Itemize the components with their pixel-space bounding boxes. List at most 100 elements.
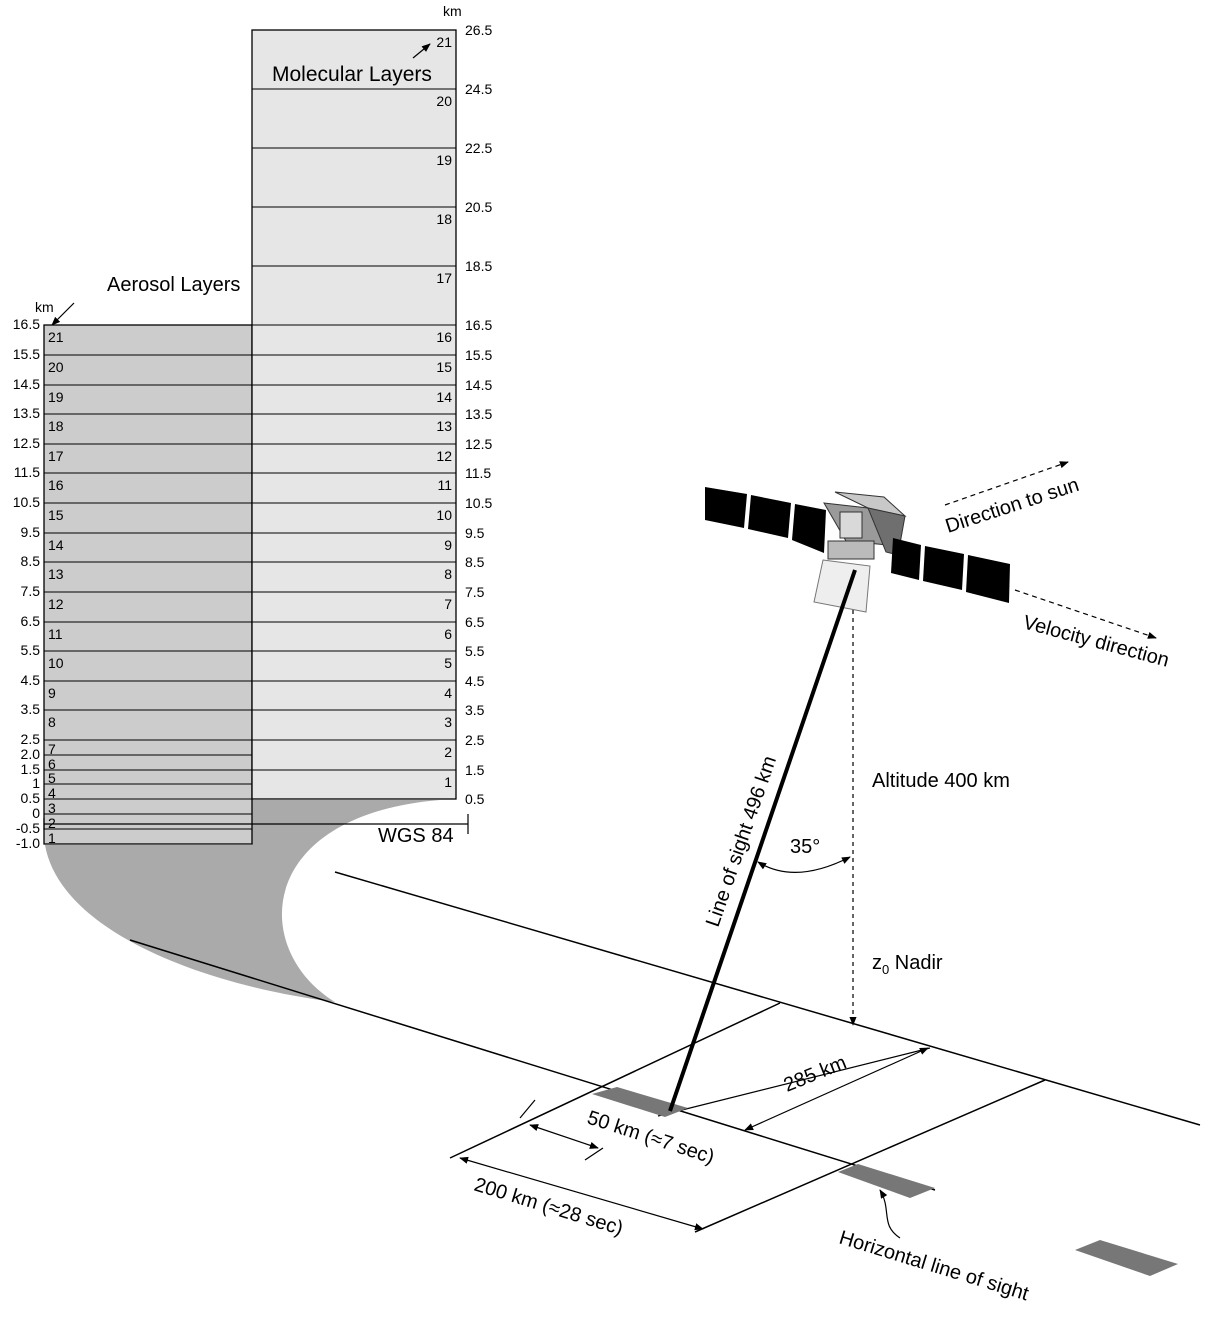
swath-edge-front xyxy=(449,1002,781,1159)
aerosol-tick-label: 7.5 xyxy=(21,583,41,599)
aerosol-tick-label: 15.5 xyxy=(13,346,40,362)
molecular-tick-label: 9.5 xyxy=(465,525,485,541)
ground-line-upper xyxy=(334,871,1201,1126)
aerosol-tick-label: 8.5 xyxy=(21,553,41,569)
molecular-tick-label: 16.5 xyxy=(465,317,492,333)
velocity-direction-label: Velocity direction xyxy=(1021,612,1172,672)
aerosol-layer-number: 5 xyxy=(48,770,56,786)
satellite-instrument-box xyxy=(827,540,875,560)
aerosol-tick-label: 4.5 xyxy=(21,672,41,688)
molecular-layer-number: 20 xyxy=(436,93,452,109)
molecular-layer-number: 5 xyxy=(444,655,452,671)
angle-label: 35° xyxy=(790,836,820,858)
altitude-label: Altitude 400 km xyxy=(872,770,1010,792)
molecular-layer-number: 17 xyxy=(436,270,452,286)
molecular-layer-number: 6 xyxy=(444,626,452,642)
aerosol-tick-label: -1.0 xyxy=(16,835,40,851)
aerosol-layer-number: 18 xyxy=(48,418,64,434)
molecular-tick-label: 6.5 xyxy=(465,614,485,630)
molecular-layer-number: 15 xyxy=(436,359,452,375)
ground-patch-1 xyxy=(592,1087,688,1117)
aerosol-tick-label: 14.5 xyxy=(13,376,40,392)
aerosol-tick-label: 1.5 xyxy=(21,761,41,777)
line-of-sight-beam xyxy=(668,569,857,1112)
molecular-layer-number: 4 xyxy=(444,685,452,701)
molecular-tick-label: 0.5 xyxy=(465,791,485,807)
molecular-layer-number: 10 xyxy=(436,507,452,523)
nadir-label: z0 Nadir xyxy=(872,952,943,977)
swath-cross-tick xyxy=(584,1147,604,1161)
swath-edge-back xyxy=(694,1079,1046,1233)
molecular-tick-label: 22.5 xyxy=(465,140,492,156)
aerosol-tick-label: 0 xyxy=(32,805,40,821)
molecular-title-arrow xyxy=(412,43,431,59)
molecular-layer-number: 16 xyxy=(436,329,452,345)
aerosol-layer-number: 1 xyxy=(48,830,56,846)
molecular-layer-number: 19 xyxy=(436,152,452,168)
swath-cross-short xyxy=(519,1099,536,1119)
aerosol-tick-label: 16.5 xyxy=(13,316,40,332)
direction-to-sun-label: Direction to sun xyxy=(943,474,1082,538)
aerosol-tick-label: -0.5 xyxy=(16,820,40,836)
molecular-layer-number: 11 xyxy=(437,477,452,493)
aerosol-layer-number: 20 xyxy=(48,359,64,375)
wgs84-label: WGS 84 xyxy=(378,825,454,847)
swath-285-arrow xyxy=(744,1047,929,1131)
molecular-layer-number: 3 xyxy=(444,714,452,730)
swath-285-label: 285 km xyxy=(781,1052,850,1097)
aerosol-tick-label: 6.5 xyxy=(21,613,41,629)
aerosol-layer-number: 21 xyxy=(48,329,64,345)
aerosol-tick-label: 5.5 xyxy=(21,642,41,658)
nadir-subscript: 0 xyxy=(882,962,889,977)
molecular-layer-number: 12 xyxy=(436,448,452,464)
molecular-tick-label: 14.5 xyxy=(465,377,492,393)
aerosol-layer-number: 7 xyxy=(48,741,56,757)
aerosol-layer-number: 16 xyxy=(48,477,64,493)
molecular-km-unit: km xyxy=(443,3,462,19)
molecular-layer-number: 9 xyxy=(444,537,452,553)
swath-50-arrow xyxy=(529,1124,599,1149)
aerosol-tick-label: 10.5 xyxy=(13,494,40,510)
molecular-tick-label: 10.5 xyxy=(465,495,492,511)
aerosol-layer-number: 11 xyxy=(48,626,63,642)
molecular-tick-label: 20.5 xyxy=(465,199,492,215)
aerosol-title-arrow xyxy=(51,302,75,326)
aerosol-tick-label: 2.5 xyxy=(21,731,41,747)
direction-to-sun-arrow xyxy=(944,461,1069,506)
aerosol-layer-number: 19 xyxy=(48,389,64,405)
aerosol-layer-number: 2 xyxy=(48,815,56,831)
solar-panel-left-2 xyxy=(748,495,791,538)
aerosol-layer-number: 9 xyxy=(48,685,56,701)
molecular-tick-label: 26.5 xyxy=(465,22,492,38)
aerosol-layer-number: 4 xyxy=(48,785,56,801)
solar-panel-right-3 xyxy=(966,555,1010,603)
horizontal-los-label: Horizontal line of sight xyxy=(837,1227,1032,1306)
satellite xyxy=(705,487,1010,613)
molecular-layer-column: 26.524.522.520.518.516.515.514.513.512.5… xyxy=(251,22,492,807)
nadir-text: Nadir xyxy=(889,952,943,974)
aerosol-tick-label: 13.5 xyxy=(13,405,40,421)
ground-patch-2 xyxy=(838,1164,935,1198)
aerosol-layer-number: 3 xyxy=(48,800,56,816)
altitude-sweep-shape xyxy=(45,800,440,1002)
molecular-layer-number: 14 xyxy=(436,389,452,405)
aerosol-layer-number: 17 xyxy=(48,448,64,464)
aerosol-layer-number: 8 xyxy=(48,714,56,730)
ground-patch-3 xyxy=(1075,1240,1178,1276)
molecular-tick-label: 12.5 xyxy=(465,436,492,452)
aerosol-layer-number: 13 xyxy=(48,566,64,582)
angle-arc xyxy=(757,856,851,873)
horizontal-los-pointer xyxy=(879,1189,901,1239)
aerosol-tick-label: 2.0 xyxy=(21,746,41,762)
solar-panel-right-2 xyxy=(923,546,964,590)
aerosol-layer-column: 16.515.514.513.512.511.510.59.58.57.56.5… xyxy=(13,316,253,851)
satellite-emblem xyxy=(839,511,863,539)
molecular-tick-label: 24.5 xyxy=(465,81,492,97)
aerosol-layers-title: Aerosol Layers xyxy=(107,274,240,296)
molecular-tick-label: 1.5 xyxy=(465,762,485,778)
molecular-layers-title: Molecular Layers xyxy=(272,63,432,86)
molecular-layer-number: 13 xyxy=(436,418,452,434)
ground-line-lower xyxy=(129,939,936,1191)
